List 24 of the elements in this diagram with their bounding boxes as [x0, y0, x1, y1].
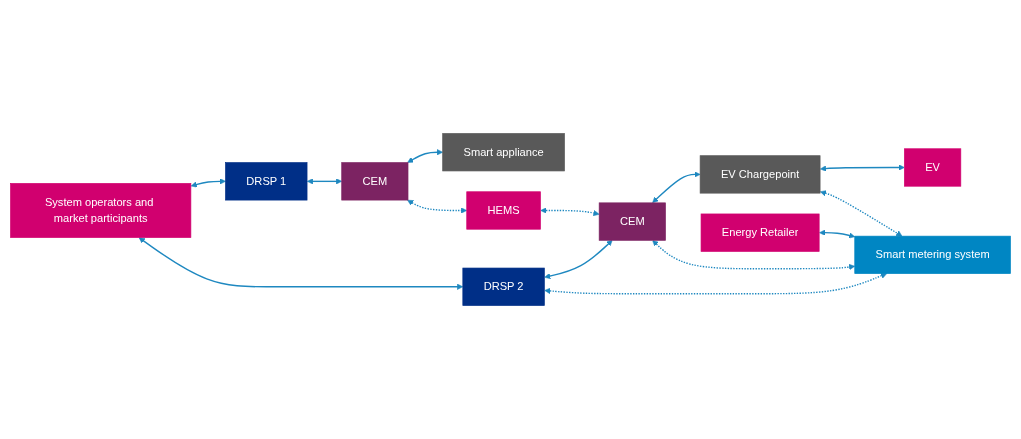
node-box: CEM — [598, 202, 666, 241]
arrow — [544, 272, 887, 295]
arrow — [820, 164, 905, 172]
arrow — [307, 178, 342, 185]
arrow — [407, 149, 443, 163]
arrow — [190, 178, 226, 188]
arrow — [540, 207, 600, 217]
arrow — [652, 171, 701, 203]
node-box: HEMS — [466, 191, 541, 230]
arrow — [407, 199, 467, 214]
node-box: Smart appliance — [442, 133, 565, 172]
arrow — [819, 229, 856, 239]
node-box: EV Chargepoint — [699, 155, 821, 194]
node-box: System operators and market participants — [10, 183, 192, 238]
arrow — [138, 237, 464, 290]
arrow — [652, 240, 856, 271]
node-box: EV — [904, 148, 962, 187]
arrow — [820, 190, 903, 237]
node-box: Energy Retailer — [700, 213, 820, 252]
arrow — [544, 240, 613, 280]
node-box: Smart metering system — [854, 235, 1011, 274]
node-box: DRSP 1 — [225, 162, 308, 201]
node-box: DRSP 2 — [462, 267, 545, 306]
node-box: CEM — [341, 162, 409, 201]
